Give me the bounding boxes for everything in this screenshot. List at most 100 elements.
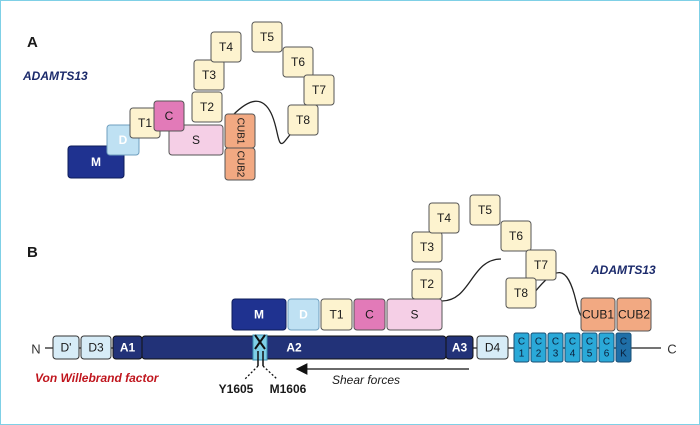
vwf-c-module-label: K	[620, 349, 627, 360]
panel-b-m-domain: M	[231, 298, 287, 331]
vwf-c-module: C2	[530, 332, 547, 363]
panel-a-t4-domain: T4	[210, 31, 242, 63]
vwf-c-module-label: 5	[587, 349, 593, 360]
panel-a-title: ADAMTS13	[22, 69, 88, 83]
panel-a-cub2-label: CUB2	[235, 151, 246, 178]
panel-a-t8-domain: T8	[287, 104, 319, 136]
panel-a-t7-label: T7	[312, 83, 326, 97]
panel-a-cub2-domain: CUB2	[224, 147, 256, 181]
panel-b-t3-domain: T3	[411, 231, 443, 263]
panel-b-t6-domain: T6	[500, 220, 532, 252]
cleavage-site-right-label: M1606	[270, 382, 307, 396]
panel-a-t2-domain: T2	[191, 91, 223, 123]
vwf-a2-domain: A2	[141, 335, 447, 360]
panel-b-t2-label: T2	[420, 277, 434, 291]
panel-a-t1-label: T1	[138, 116, 152, 130]
vwf-c-module-label: C	[518, 337, 525, 348]
vwf-a2-label: A2	[286, 341, 302, 355]
panel-a-t7-domain: T7	[303, 74, 335, 106]
vwf-title: Von Willebrand factor	[35, 371, 160, 385]
vwf-c-module-label: 4	[570, 349, 576, 360]
vwf-d4-label: D4	[485, 341, 501, 355]
vwf-c-module-label: C	[535, 337, 542, 348]
vwf-a3-label: A3	[452, 341, 468, 355]
panel-b-t8-label: T8	[514, 286, 528, 300]
vwf-c-module-label: 6	[604, 349, 610, 360]
vwf-c-module-label: 1	[519, 349, 525, 360]
panel-b-cub1-label: CUB1	[582, 308, 614, 322]
panel-a-s-label: S	[192, 133, 200, 147]
vwf-c-module-label: C	[552, 337, 559, 348]
vwf-c-module-label: 2	[536, 349, 542, 360]
vwf-c-module-label: C	[620, 337, 627, 348]
panel-a-domains: M D T1 S C T2 T3 T4	[67, 21, 335, 181]
panel-b-d-domain: D	[287, 298, 320, 331]
panel-b-adamts-domains: M D T1 C S T2 T3 T4	[231, 194, 652, 332]
panel-b-t7-label: T7	[534, 258, 548, 272]
vwf-d3-domain: D3	[80, 335, 112, 360]
panel-b-s-domain: S	[386, 298, 443, 331]
panel-b-t5-label: T5	[478, 203, 492, 217]
panel-b-t2-domain: T2	[411, 268, 443, 300]
panel-a-linker	[232, 100, 294, 144]
vwf-c-module: C6	[598, 332, 615, 363]
vwf-dprime-label: D'	[61, 341, 72, 355]
vwf-a1-label: A1	[120, 341, 136, 355]
panel-b-t5-domain: T5	[469, 194, 501, 226]
panel-a-m-label: M	[91, 155, 101, 169]
vwf-c-module: C4	[564, 332, 581, 363]
vwf-c-module: C1	[513, 332, 530, 363]
panel-a-t3-label: T3	[202, 68, 216, 82]
panel-a-t5-label: T5	[260, 30, 274, 44]
vwf-dprime-domain: D'	[52, 335, 80, 360]
vwf-c-module-label: 3	[553, 349, 559, 360]
panel-a-t6-domain: T6	[282, 46, 314, 78]
vwf-c-module: C3	[547, 332, 564, 363]
panel-b-t4-domain: T4	[428, 202, 460, 234]
panel-a-t5-domain: T5	[251, 21, 283, 53]
panel-b-c-label: C	[365, 308, 374, 322]
panel-a-t3-domain: T3	[193, 59, 225, 91]
panel-b-t7-domain: T7	[525, 249, 557, 281]
panel-b-t1-label: T1	[329, 308, 343, 322]
panel-a-t6-label: T6	[291, 55, 305, 69]
panel-a-t2-label: T2	[200, 100, 214, 114]
panel-b-linker-1	[441, 258, 502, 302]
panel-b-t4-label: T4	[437, 211, 451, 225]
shear-forces-label: Shear forces	[332, 373, 400, 387]
vwf-c-module-label: C	[569, 337, 576, 348]
vwf-a3-domain: A3	[445, 335, 474, 360]
vwf-d3-label: D3	[88, 341, 104, 355]
panel-b-d-label: D	[299, 308, 308, 322]
panel-b-s-label: S	[410, 308, 418, 322]
panel-b-c-domain: C	[353, 298, 386, 331]
panel-b-cub2-label: CUB2	[618, 308, 650, 322]
panel-b-m-label: M	[254, 308, 264, 322]
panel-b-cub1-domain: CUB1	[580, 297, 616, 332]
panel-b-t3-label: T3	[420, 240, 434, 254]
panel-a-letter: A	[27, 34, 38, 51]
vwf-d4-domain: D4	[476, 335, 509, 360]
panel-a-t8-label: T8	[296, 113, 310, 127]
panel-b-letter: B	[27, 244, 38, 261]
panel-b-cub2-domain: CUB2	[616, 297, 652, 332]
panel-a-c-label: C	[165, 109, 174, 123]
panel-a-d-label: D	[119, 133, 128, 147]
cleavage-site	[244, 334, 278, 380]
panel-a-s-domain: S	[168, 124, 224, 156]
panel-b-t1-domain: T1	[320, 298, 353, 331]
panel-a-cub1-domain: CUB1	[224, 113, 256, 149]
vwf-c-module-label: C	[586, 337, 593, 348]
vwf-c-module: CK	[615, 332, 632, 363]
panel-a-t4-label: T4	[219, 40, 233, 54]
n-terminus-label: N	[31, 342, 40, 357]
panel-b-t8-domain: T8	[505, 277, 537, 309]
panel-b-adamts-title: ADAMTS13	[590, 263, 656, 277]
panel-b-t6-label: T6	[509, 229, 523, 243]
panel-a-c-domain: C	[153, 100, 185, 132]
c-terminus-label: C	[667, 342, 676, 357]
